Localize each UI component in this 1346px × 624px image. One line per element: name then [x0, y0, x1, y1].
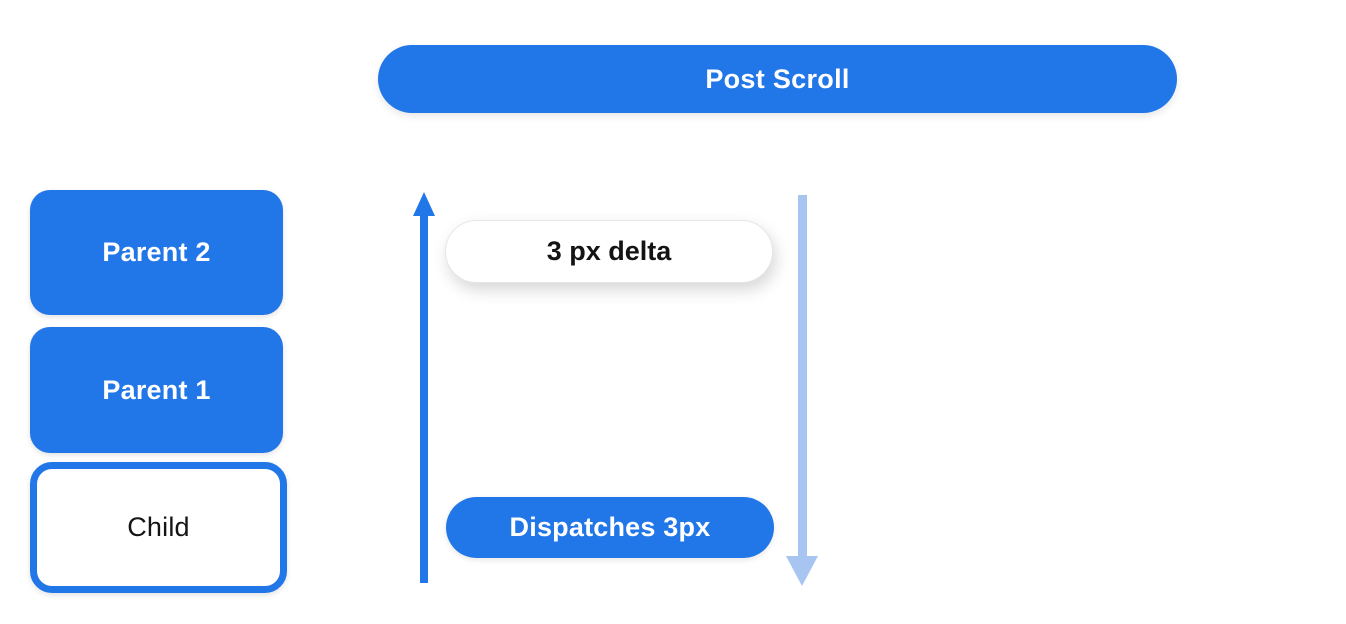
- post-scroll-label: Post Scroll: [705, 63, 850, 94]
- post-scroll-banner: Post Scroll: [378, 45, 1177, 113]
- child-box: Child: [30, 462, 287, 593]
- parent-1-box: Parent 1: [30, 327, 283, 453]
- dispatch-pill: Dispatches 3px: [446, 497, 774, 558]
- dispatch-label: Dispatches 3px: [509, 512, 711, 542]
- arrow-down-icon: [786, 195, 818, 586]
- delta-label: 3 px delta: [546, 236, 672, 266]
- arrow-down-shaft: [797, 195, 807, 556]
- arrow-up-head: [413, 192, 435, 216]
- delta-pill: 3 px delta: [445, 220, 773, 283]
- parent-2-box: Parent 2: [30, 190, 283, 315]
- child-label: Child: [127, 512, 190, 542]
- arrow-up-icon: [413, 192, 435, 583]
- arrow-up-shaft: [420, 216, 428, 583]
- parent-1-label: Parent 1: [102, 374, 211, 405]
- parent-2-label: Parent 2: [102, 237, 211, 267]
- arrow-down-head: [786, 556, 818, 586]
